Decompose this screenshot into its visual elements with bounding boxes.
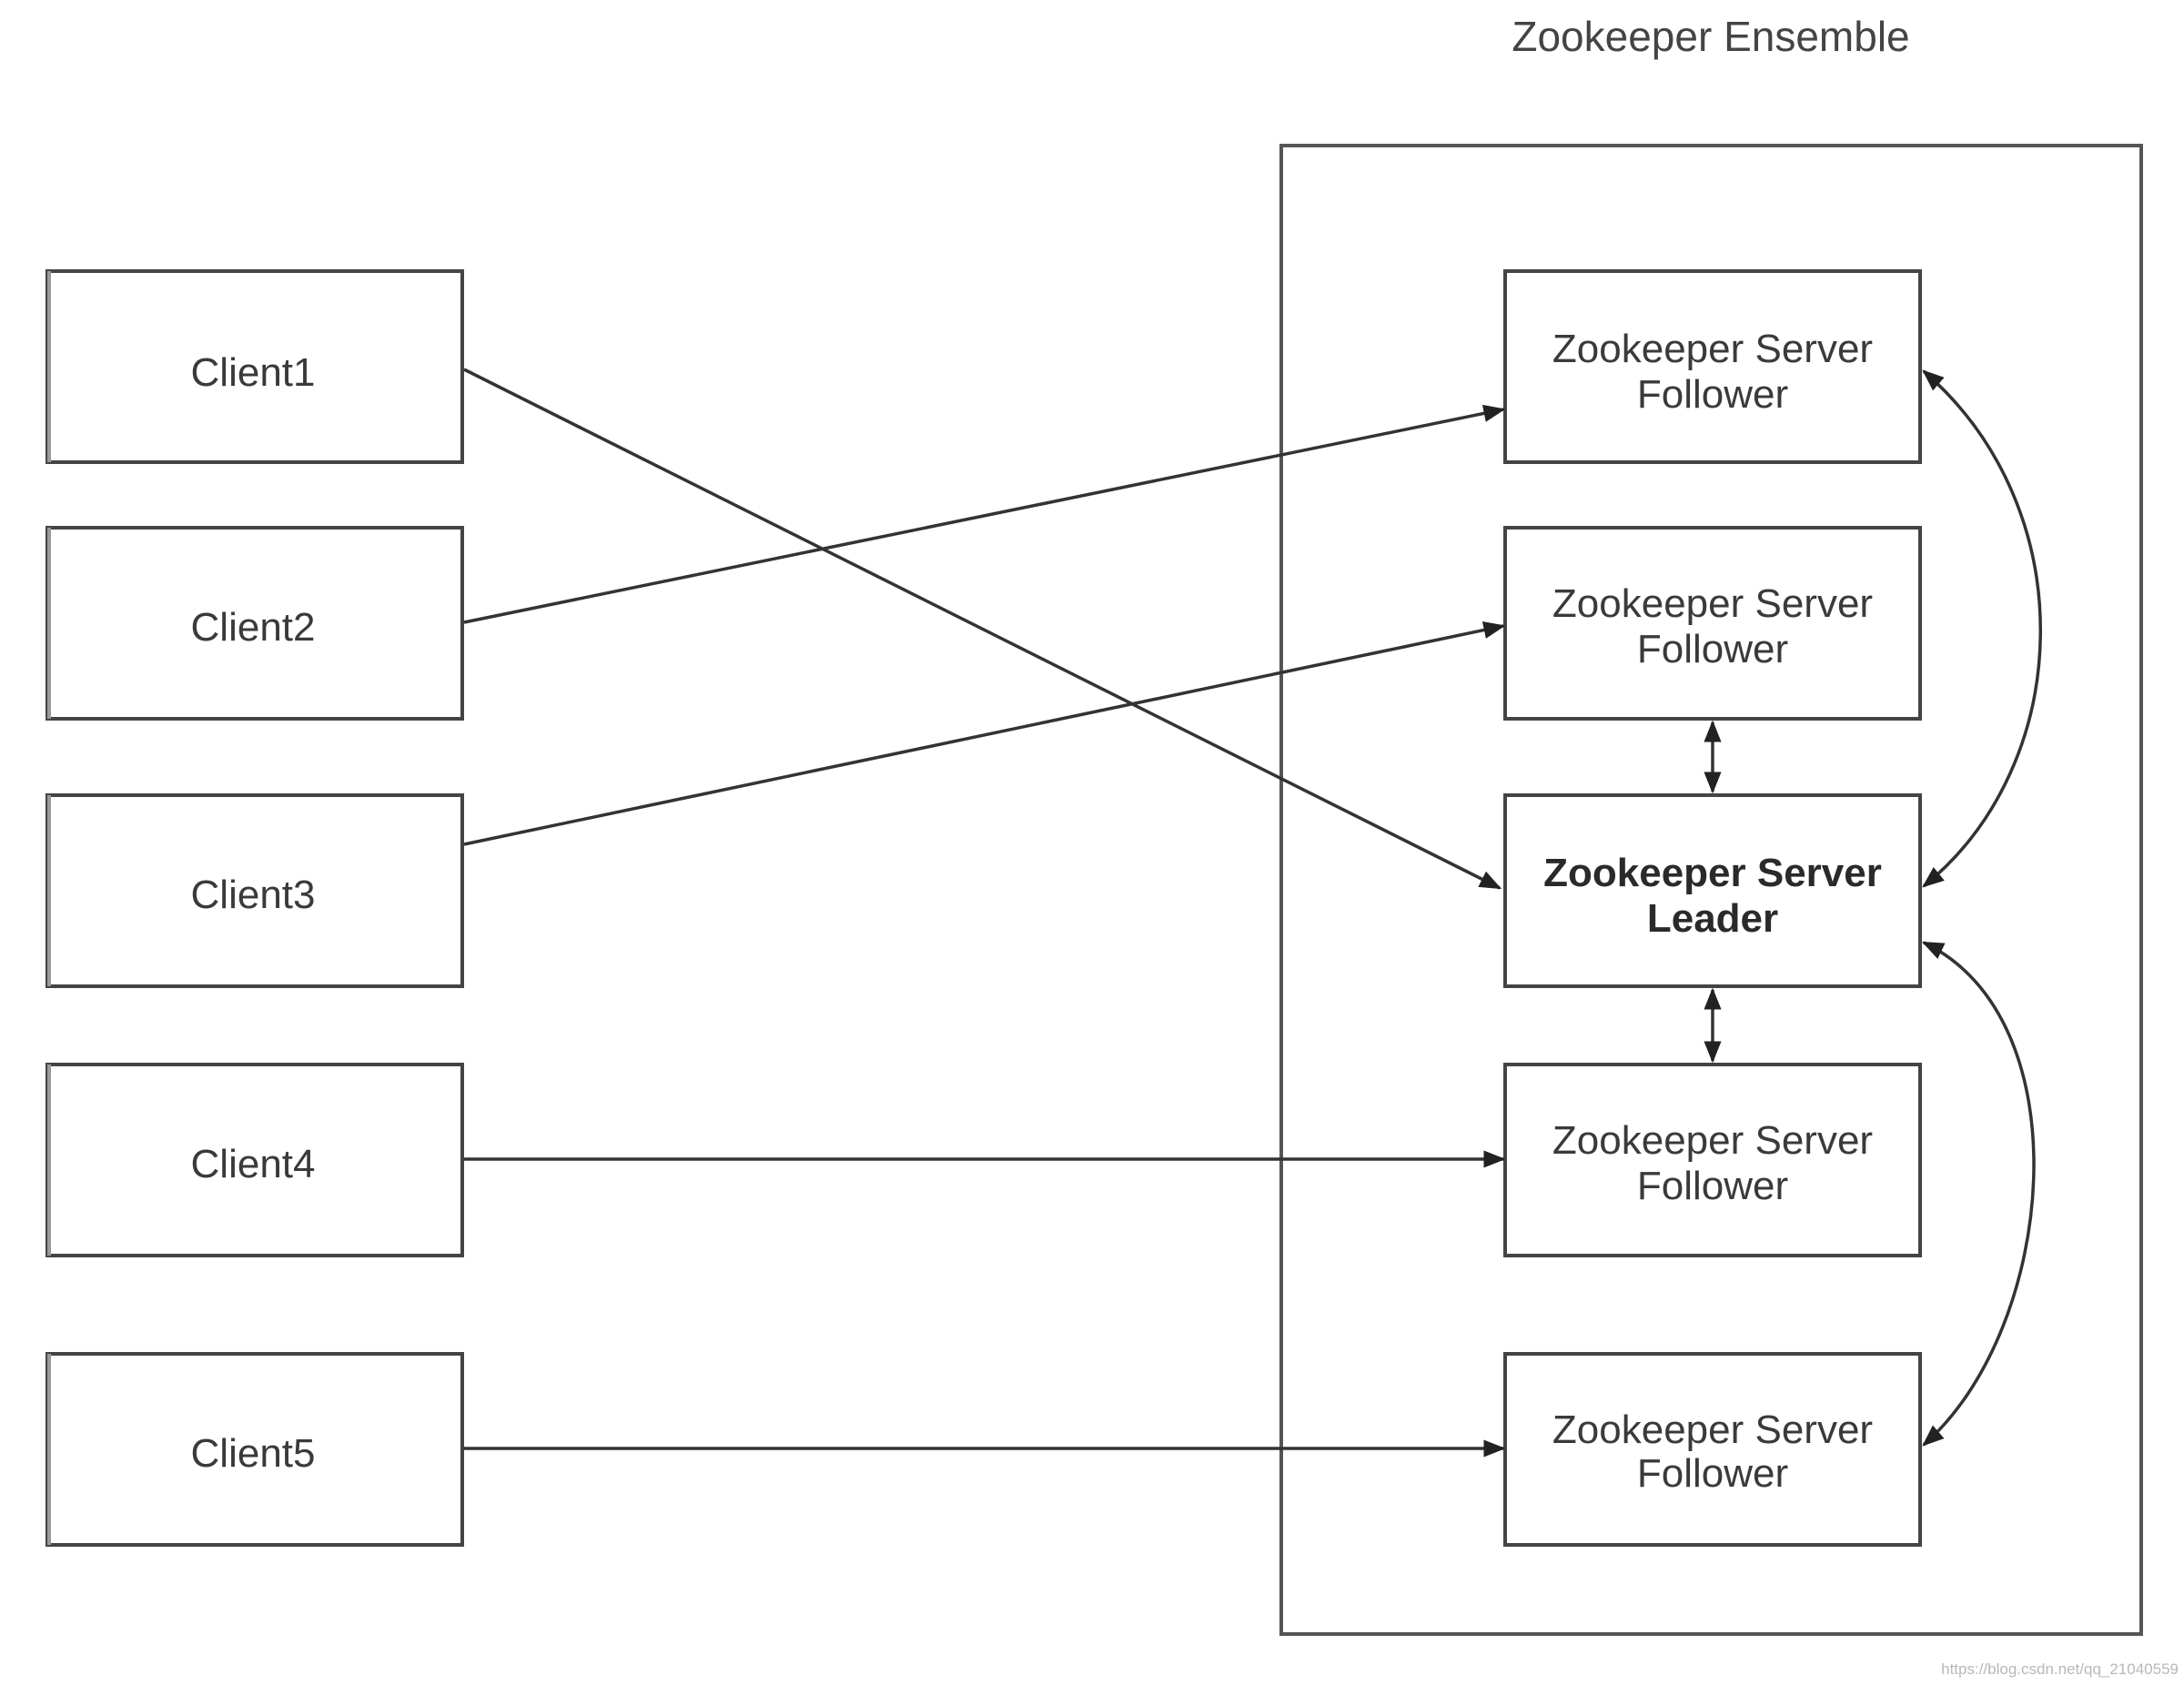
server-5-line2: Follower bbox=[1637, 1451, 1788, 1496]
client-label-4: Client4 bbox=[191, 1142, 316, 1186]
ensemble-container bbox=[1279, 144, 2143, 1636]
server-leader-line2: Leader bbox=[1647, 896, 1778, 941]
server-box-follower-4: Zookeeper Server Follower bbox=[1503, 1352, 1922, 1547]
server-box-follower-1: Zookeeper Server Follower bbox=[1503, 269, 1922, 464]
client-label-1: Client1 bbox=[191, 350, 316, 395]
client-box-2: Client2 bbox=[46, 526, 464, 721]
server-box-leader: Zookeeper Server Leader bbox=[1503, 793, 1922, 988]
server-2-line2: Follower bbox=[1637, 627, 1788, 671]
client-box-3: Client3 bbox=[46, 793, 464, 988]
link-follower1-leader-curved bbox=[1922, 369, 2042, 888]
link-leader-follower4-curved bbox=[1921, 941, 2036, 1447]
server-box-follower-3: Zookeeper Server Follower bbox=[1503, 1063, 1922, 1257]
client-box-5: Client5 bbox=[46, 1352, 464, 1547]
server-2-line1: Zookeeper Server bbox=[1552, 581, 1873, 626]
client-label-2: Client2 bbox=[191, 605, 316, 650]
server-4-line1: Zookeeper Server bbox=[1552, 1118, 1873, 1163]
client-label-5: Client5 bbox=[191, 1431, 316, 1476]
ensemble-title: Zookeeper Ensemble bbox=[1512, 13, 1909, 60]
connector-client3-to-follower2 bbox=[463, 621, 1506, 846]
connector-client1-to-leader bbox=[463, 368, 1502, 890]
connector-client2-to-follower1 bbox=[463, 404, 1506, 624]
server-4-line2: Follower bbox=[1637, 1164, 1788, 1208]
server-leader-line1: Zookeeper Server bbox=[1543, 851, 1882, 895]
client-label-3: Client3 bbox=[191, 873, 316, 917]
client-box-1: Client1 bbox=[46, 269, 464, 464]
server-1-line1: Zookeeper Server bbox=[1552, 327, 1873, 371]
server-5-line1: Zookeeper Server bbox=[1552, 1408, 1873, 1452]
server-box-follower-2: Zookeeper Server Follower bbox=[1503, 526, 1922, 721]
client-box-4: Client4 bbox=[46, 1063, 464, 1257]
watermark-text: https://blog.csdn.net/qq_21040559 bbox=[1941, 1660, 2179, 1678]
server-1-line2: Follower bbox=[1637, 372, 1788, 417]
